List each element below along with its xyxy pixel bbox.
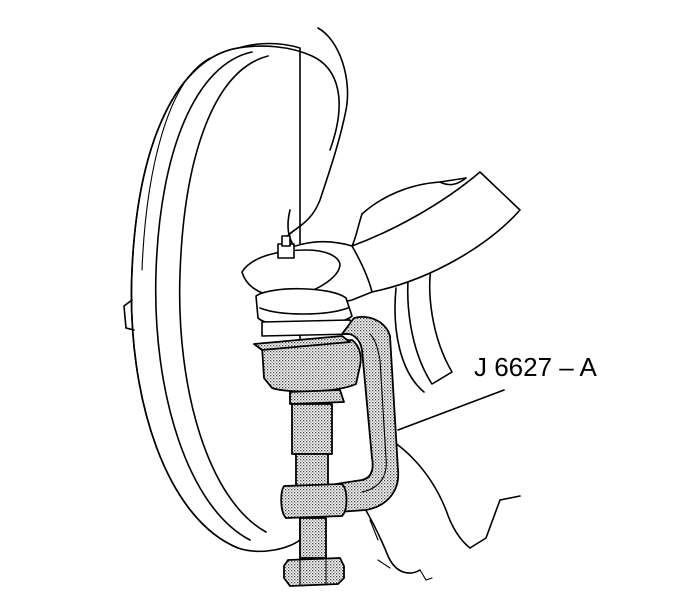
brake-rotor — [123, 42, 340, 553]
separator-tool-screw — [280, 403, 348, 587]
separator-tool-cup — [253, 335, 362, 405]
callout-leader-line — [397, 389, 505, 431]
tool-callout-label: J 6627 – A — [474, 352, 597, 382]
